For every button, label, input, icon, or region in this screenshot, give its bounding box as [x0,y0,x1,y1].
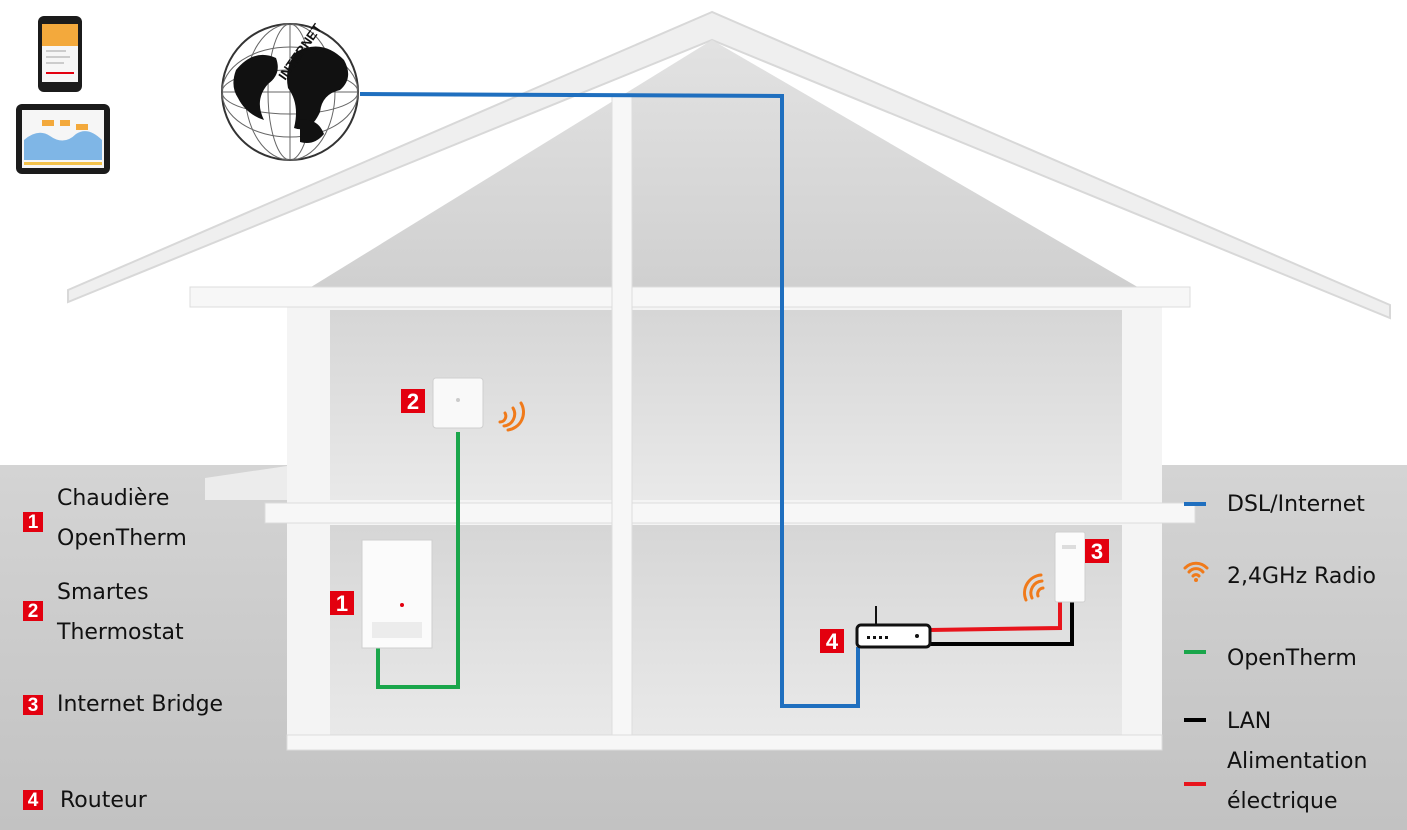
thermostat-radio-icon [498,401,526,432]
legend-label-radio: 2,4GHz Radio [1227,564,1376,589]
smartphone-icon [38,16,82,92]
bridge-radio-icon [1023,573,1045,602]
power-swatch [1184,782,1206,786]
marker-thermostat: 2 [401,389,425,414]
legend-label-thermostat-line2: Thermostat [57,620,184,645]
tablet-icon [16,104,110,174]
room-upper-right [632,310,1122,500]
router-led [879,636,882,639]
router-led [873,636,876,639]
lan-swatch [1184,718,1206,722]
legend-label-thermostat-line1: Smartes [57,580,149,605]
router-led [885,636,888,639]
legend-label-lan: LAN [1227,709,1272,734]
marker-router: 4 [820,629,844,654]
marker-bridge: 3 [1085,539,1109,564]
legend-label-opentherm: OpenTherm [1227,646,1357,671]
middle-floor-slab [264,502,1196,524]
legend-label-power-line1: Alimentation [1227,749,1368,774]
globe-icon [221,23,359,161]
thermostat-device [432,377,484,429]
legend-label-router: Routeur [60,788,147,813]
legend-label-power-line2: électrique [1227,789,1338,814]
wifi-icon [1183,561,1209,582]
bridge-device [1054,531,1086,603]
bridge-slot [1062,545,1076,549]
boiler-logo [400,603,404,607]
legend-number-1: 1 [23,512,43,533]
lan-cable [930,600,1074,646]
legend-number-4: 4 [23,790,43,811]
boiler-panel [372,622,422,638]
legend-label-bridge: Internet Bridge [57,692,224,717]
opentherm-swatch [1184,650,1206,654]
central-wall [611,94,633,736]
thermostat-dot [456,398,460,402]
ground-floor-slab [286,734,1163,751]
legend-number-3: 3 [23,695,43,716]
router-power-led [915,634,919,638]
power-cable [929,600,1062,632]
dsl-swatch [1184,502,1206,506]
dsl-cable [359,92,860,708]
attic-floor-slab [189,286,1191,308]
marker-boiler: 1 [330,591,354,616]
router-device [855,623,932,649]
attic [290,40,1160,300]
router-led [867,636,870,639]
opentherm-cable [376,432,460,689]
legend-number-2: 2 [23,601,43,622]
legend-label-dsl: DSL/Internet [1227,492,1365,517]
legend-label-boiler-line2: OpenTherm [57,526,187,551]
porch [205,466,287,500]
legend-label-boiler-line1: Chaudière [57,486,170,511]
